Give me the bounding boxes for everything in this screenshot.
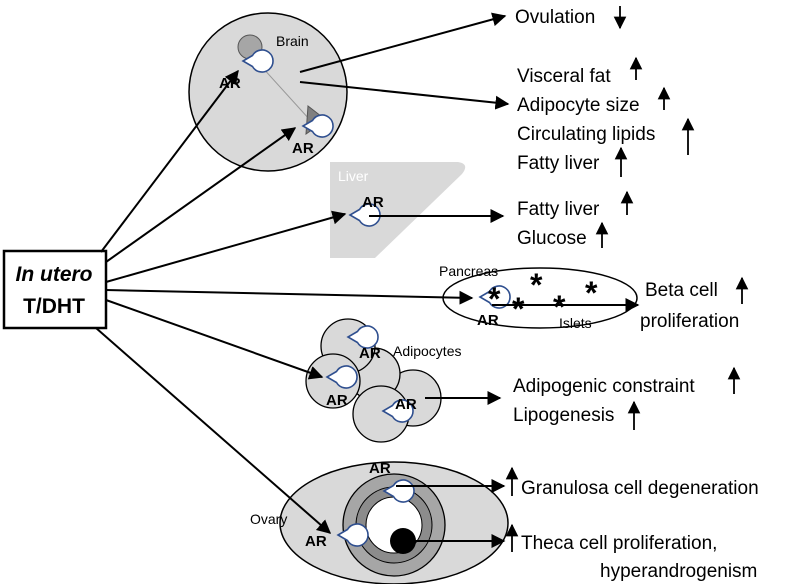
ovary: Ovary AR AR bbox=[250, 460, 509, 584]
ar-label-adipocyte-3: AR bbox=[395, 396, 417, 413]
source-line-1: In utero bbox=[16, 263, 93, 286]
effect-beta-cell-line1: Beta cell bbox=[645, 280, 718, 301]
outcomes: Ovulation Visceral fat Adipocyte size Ci… bbox=[513, 7, 759, 582]
ovary-label: Ovary bbox=[250, 511, 287, 527]
arrow-to-adipocytes bbox=[105, 299, 324, 380]
pancreas-label: Pancreas bbox=[439, 263, 498, 279]
ar-label-adipocyte-2: AR bbox=[326, 392, 348, 409]
effect-lipogenesis: Lipogenesis bbox=[513, 405, 614, 426]
arrow-to-brain-ar1 bbox=[100, 69, 239, 253]
liver-label: Liver bbox=[338, 168, 369, 184]
oocyte bbox=[390, 528, 416, 554]
effect-granulosa: Granulosa cell degeneration bbox=[521, 478, 759, 499]
effect-fatty-liver-brain: Fatty liver bbox=[517, 153, 600, 174]
effect-glucose: Glucose bbox=[517, 228, 587, 249]
islets-label: Islets bbox=[559, 315, 592, 331]
ar-label-ovary-1: AR bbox=[369, 460, 391, 477]
liver: Liver AR bbox=[330, 162, 466, 258]
brain-label: Brain bbox=[276, 33, 309, 49]
source-rect bbox=[2, 249, 108, 330]
effect-circulating-lipids: Circulating lipids bbox=[517, 124, 655, 145]
effect-visceral-fat: Visceral fat bbox=[517, 66, 611, 87]
effect-adipocyte-size: Adipocyte size bbox=[517, 95, 640, 116]
arrow-to-pancreas bbox=[105, 289, 474, 305]
adipocytes-label: Adipocytes bbox=[393, 343, 461, 359]
ar-label-brain-1: AR bbox=[219, 75, 241, 92]
arrow-to-metabolic bbox=[299, 81, 510, 110]
arrow-to-ovary bbox=[95, 327, 332, 534]
liver-shape bbox=[330, 162, 466, 258]
source-box: In utero T/DHT bbox=[2, 249, 108, 330]
ar-label-adipocyte-1: AR bbox=[359, 345, 381, 362]
ar-label-liver: AR bbox=[362, 194, 384, 211]
islet-asterisk-icon: * bbox=[530, 267, 543, 303]
effect-beta-cell-line2: proliferation bbox=[640, 311, 739, 332]
arrow-to-brain-ar2 bbox=[105, 127, 297, 263]
outcome-arrows bbox=[299, 12, 640, 548]
islet-asterisk-icon: * bbox=[553, 289, 566, 325]
arrow-to-liver bbox=[105, 210, 347, 283]
islet-asterisk-icon: * bbox=[512, 291, 525, 327]
islet-asterisk-icon: * bbox=[585, 275, 598, 311]
arrow-to-ovulation bbox=[299, 12, 507, 73]
adipocytes: AR AR AR Adipocytes bbox=[305, 318, 461, 443]
direction-indicators bbox=[505, 6, 749, 552]
effect-fatty-liver-liver: Fatty liver bbox=[517, 199, 600, 220]
source-line-2: T/DHT bbox=[23, 295, 85, 318]
effect-theca-line2: hyperandrogenism bbox=[600, 561, 757, 582]
effect-theca-line1: Theca cell proliferation, bbox=[521, 533, 717, 554]
ar-label-ovary-2: AR bbox=[305, 533, 327, 550]
effect-ovulation: Ovulation bbox=[515, 7, 595, 28]
islet-asterisk-icon: * bbox=[488, 281, 501, 317]
brain: Brain AR AR bbox=[188, 12, 348, 172]
source-arrows bbox=[95, 69, 474, 534]
ar-label-brain-2: AR bbox=[292, 140, 314, 157]
ar-label-pancreas: AR bbox=[477, 312, 499, 329]
effect-adipogenic: Adipogenic constraint bbox=[513, 376, 695, 397]
